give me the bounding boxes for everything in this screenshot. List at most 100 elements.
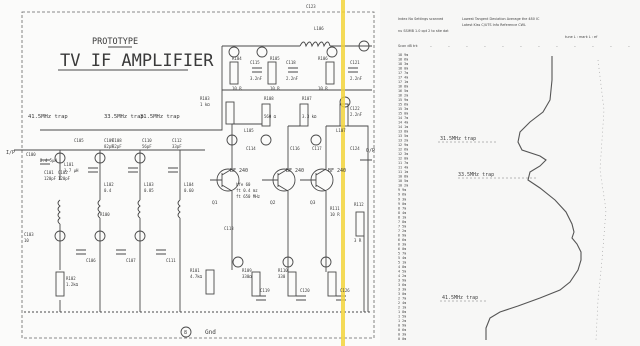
plot-row-label: 8 7m	[398, 206, 406, 210]
component-value: 10 R	[318, 86, 328, 91]
plot-column-ticks: ————————————	[430, 44, 630, 48]
ground-node-number: 8	[184, 330, 187, 336]
component-ref: C101	[44, 170, 54, 175]
component-value: 82pF	[112, 144, 122, 149]
plot-row-label: 4 2m	[398, 274, 406, 278]
component-value: 1.7 μH	[64, 168, 79, 173]
plot-row-label: 18 0m	[398, 67, 408, 71]
plot-header-line: Lowest Tangent Deviation Average the 480…	[462, 17, 540, 21]
schematic-title: TV IF AMPLIFIER	[60, 51, 214, 71]
trap-markers: 31.5MHz trap 33.5MHz trap 41.5MHz trap	[438, 136, 538, 302]
plot-row-label: 3 9m	[398, 278, 406, 282]
component-value: 82pF	[104, 144, 114, 149]
component-ref: L103	[144, 182, 154, 187]
plot-row-label: 6 6m	[398, 238, 406, 242]
transistor-type-label: BF 240	[328, 168, 346, 174]
component-value: 120pF	[44, 176, 57, 181]
plot-column-tick: —	[484, 44, 486, 48]
trap-marker-label: 41.5MHz trap	[442, 295, 478, 301]
transistor-spec: ft 0.4 mz	[236, 188, 258, 193]
plot-row-label: 7 5m	[398, 224, 406, 228]
component-ref: R106	[318, 56, 328, 61]
plot-row-label: 9 6m	[398, 193, 406, 197]
component-ref: C110	[142, 138, 152, 143]
plot-row-label: 8 4m	[398, 211, 406, 215]
plot-row-label: 17 1m	[398, 80, 408, 84]
plot-header-line: nu SSIMB 1.0 opt 2 to site dat	[398, 29, 449, 33]
component-value: 2.4 5μH	[40, 158, 57, 163]
plot-row-label: 12 6m	[398, 148, 408, 152]
transistor-type-label: BF 240	[286, 168, 304, 174]
component-value: 10 R	[270, 86, 280, 91]
trap-label: 41.5MHz trap	[28, 114, 68, 120]
component-ref: C109	[104, 138, 114, 143]
plot-row-label: 6 9m	[398, 233, 406, 237]
component-ref: C114	[246, 146, 256, 151]
plot-row-label: 6 3m	[398, 242, 406, 246]
component-value: 2.2nF	[350, 76, 363, 81]
transistor-id: Q2	[270, 200, 276, 206]
plot-row-label: 8 1m	[398, 215, 406, 219]
plot-row-label: 0 3m	[398, 333, 406, 337]
plot-row-label: 1 5m	[398, 315, 406, 319]
plot-row-label: 18 9m	[398, 53, 408, 57]
plot-row-label: 7 2m	[398, 229, 406, 233]
plot-row-label: 13 2m	[398, 139, 408, 143]
plot-header-line: Latest Kiss C/UTS Info Reference CWL	[462, 23, 526, 27]
plot-row-label: 10 8m	[398, 175, 408, 179]
plot-row-label: 4 8m	[398, 265, 406, 269]
schematic-panel	[14, 11, 375, 339]
component-ref: L107	[336, 128, 346, 133]
component-value: 1.2kΩ	[66, 282, 79, 287]
plot-row-label: 4 5m	[398, 269, 406, 273]
plot-row-label: 17 7m	[398, 71, 408, 75]
component-ref: L105	[244, 128, 254, 133]
component-ref: R101	[190, 268, 200, 273]
component-ref: L101	[64, 162, 74, 167]
component-ref: R109	[242, 268, 252, 273]
component-ref: R102	[66, 276, 76, 281]
component-ref: R103	[200, 96, 210, 101]
trap-label: 31.5MHz trap	[140, 114, 180, 120]
plot-row-label: 15 0m	[398, 112, 408, 116]
plot-row-label: 16 2m	[398, 94, 408, 98]
schematic-text: PROTOTYPE TV IF AMPLIFIER 41.5MHz trap 3…	[6, 4, 375, 336]
component-ref: R105	[270, 56, 280, 61]
component-value: 1 kΩ	[200, 102, 210, 107]
plot-column-head: Scan dB trk	[398, 44, 418, 48]
component-value: 10 R	[232, 86, 242, 91]
plot-row-label: 5 4m	[398, 256, 406, 260]
plot-row-label: 2 4m	[398, 301, 406, 305]
plot-row-label: 14 4m	[398, 121, 408, 125]
component-value: 330Ω	[242, 274, 252, 279]
component-value: 0.60	[184, 188, 194, 193]
component-value: 330	[278, 274, 286, 279]
component-ref: C105	[74, 138, 84, 143]
plot-row-label: 0 9m	[398, 324, 406, 328]
plot-row-label: 1 2m	[398, 319, 406, 323]
plot-row-label: 5 1m	[398, 260, 406, 264]
plot-column-tick: —	[610, 44, 612, 48]
plot-row-label: 17 4m	[398, 76, 408, 80]
plot-column-tick: —	[466, 44, 468, 48]
plot-row-label: 3 3m	[398, 287, 406, 291]
plot-row-label: 1 8m	[398, 310, 406, 314]
prototype-label: PROTOTYPE	[92, 37, 138, 47]
component-ref: C111	[166, 258, 176, 263]
component-ref: C115	[250, 60, 260, 65]
component-value: 120pF	[58, 176, 71, 181]
plot-column-tick: —	[430, 44, 432, 48]
plot-column-tick: —	[502, 44, 504, 48]
plot-row-label: 0 6m	[398, 328, 406, 332]
component-value: 0.85	[144, 188, 154, 193]
trap-label: 33.5MHz trap	[104, 114, 144, 120]
component-ref: R112	[354, 202, 364, 207]
plot-column-tick: —	[538, 44, 540, 48]
component-ref: C121	[350, 60, 360, 65]
trap-marker-label: 31.5MHz trap	[440, 136, 476, 142]
plot-row-label: 18 6m	[398, 58, 408, 62]
transistor-id: Q1	[212, 200, 218, 206]
component-value: 4.7kΩ	[190, 274, 203, 279]
